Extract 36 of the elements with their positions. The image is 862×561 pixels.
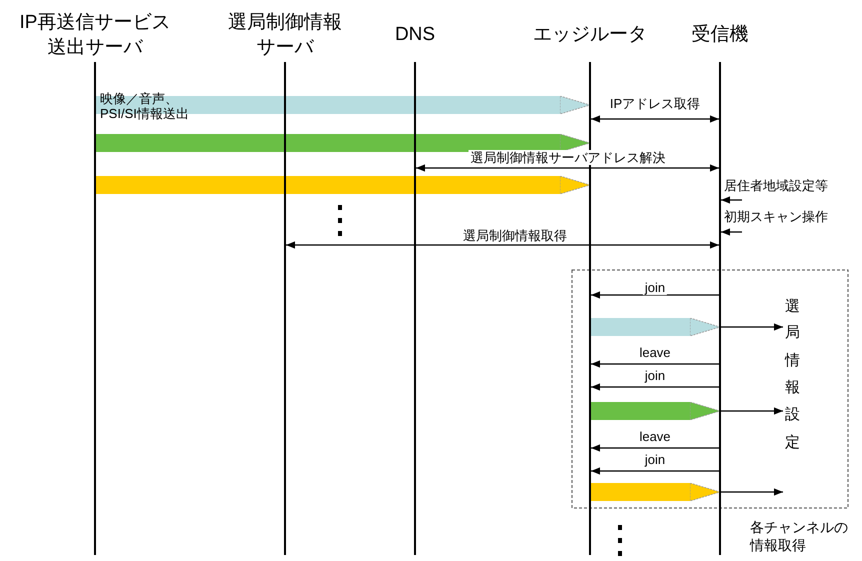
- lifeline-label: 受信機: [690, 23, 750, 47]
- edge-label: 初期スキャン操作: [724, 209, 828, 224]
- edge-label: join: [642, 368, 668, 383]
- arrow: [591, 115, 719, 123]
- arrow: [721, 407, 783, 415]
- arrow: [721, 196, 742, 204]
- block-arrow: [96, 134, 590, 152]
- block-arrow: [591, 482, 720, 502]
- edge-label: leave: [637, 429, 673, 444]
- edge-label: 映像／音声、PSI/SI情報送出: [100, 91, 190, 121]
- arrow: [591, 444, 719, 452]
- arrow: [591, 467, 719, 475]
- block-arrow: [591, 402, 720, 420]
- edge-label: 選局制御情報サーバアドレス解決: [468, 150, 668, 165]
- edge-label: 居住者地域設定等: [724, 178, 828, 193]
- arrow: [286, 241, 719, 249]
- lifeline-label: DNS: [394, 23, 436, 47]
- block-arrow: [96, 176, 590, 194]
- block-arrow: [591, 318, 720, 336]
- edge-label: join: [642, 452, 668, 467]
- arrow: [416, 164, 719, 172]
- block-arrow: [96, 96, 590, 114]
- edge-label: leave: [637, 345, 673, 360]
- vertical-label: 選局情報設定: [784, 286, 800, 448]
- note-text: 各チャンネルの情報取得: [750, 518, 849, 554]
- arrow: [591, 291, 719, 299]
- arrow: [721, 228, 742, 236]
- lifeline-label: エッジルータ: [532, 23, 648, 47]
- lifeline-label: IP再送信サービス送出サーバ: [18, 11, 172, 60]
- edge-label: 選局制御情報取得: [461, 228, 569, 243]
- arrow: [721, 488, 783, 496]
- arrow: [591, 383, 719, 391]
- edge-label: join: [642, 280, 668, 295]
- arrow: [721, 323, 783, 331]
- arrow: [591, 360, 719, 368]
- lifeline-label: 選局制御情報サーバ: [227, 11, 343, 60]
